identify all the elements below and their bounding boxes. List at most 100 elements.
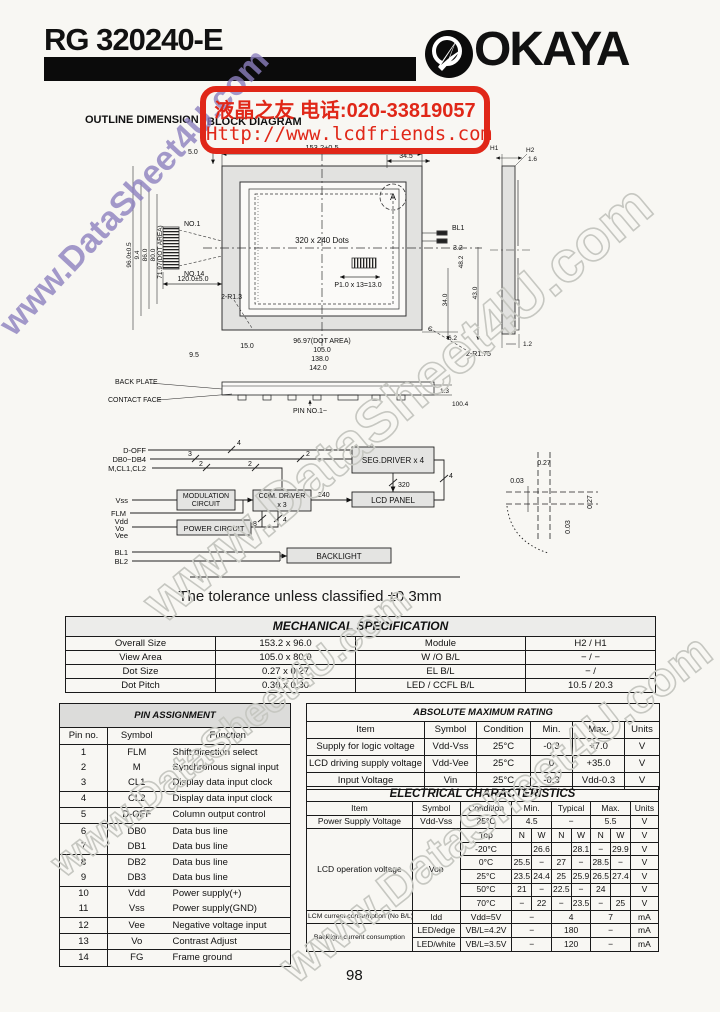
table-cell: Data bus line bbox=[165, 870, 291, 887]
bottom-view bbox=[149, 381, 452, 406]
box-lcd: LCD PANEL bbox=[371, 496, 415, 505]
table-cell: Column output control bbox=[165, 807, 291, 824]
table-cell: Frame ground bbox=[172, 952, 233, 964]
detail-dim-003-bottom: 0.03 bbox=[565, 520, 572, 534]
table-cell: 1 bbox=[59, 744, 108, 761]
table-cell: Dot Pitch bbox=[65, 678, 216, 693]
table-cell: Vo bbox=[107, 933, 166, 951]
table-cell: 8 bbox=[59, 854, 108, 871]
box-power: POWER CIRCUIT bbox=[184, 524, 245, 533]
bus-8: 8 bbox=[253, 521, 257, 528]
table-cell: Data bus line bbox=[165, 839, 291, 856]
table-cell: Vdd bbox=[128, 888, 146, 900]
detail-a-marker: A bbox=[390, 192, 396, 202]
table-cell: Vop bbox=[411, 828, 461, 911]
block-diagram bbox=[130, 445, 460, 578]
no14-label: NO.14 bbox=[184, 271, 204, 278]
dim-105: 105.0 bbox=[313, 347, 331, 354]
table-cell: Backlight current consumption bbox=[306, 923, 413, 952]
table-cell: 7 bbox=[59, 839, 108, 856]
table-cell: 9 bbox=[59, 870, 108, 887]
dim-48-2: 48.2 bbox=[458, 255, 465, 268]
dim-138: 138.0 bbox=[311, 356, 329, 363]
pin-no-label: PIN NO.1~ bbox=[293, 408, 327, 415]
table-cell: CL1 bbox=[107, 775, 166, 792]
detail-a bbox=[506, 452, 598, 554]
table-cell: DB3 bbox=[107, 870, 166, 887]
section-block-diagram: BLOCK DIAGRAM bbox=[207, 116, 302, 128]
table-cell: M bbox=[132, 761, 141, 773]
left-dim-9-4: 9.4 bbox=[134, 250, 141, 259]
table-cell: V bbox=[624, 738, 660, 756]
dim-153: 153.2±0.5 bbox=[305, 143, 338, 152]
table-cell: Data bus line bbox=[172, 825, 228, 837]
table-cell: 3 bbox=[59, 775, 108, 792]
table-cell: 11 bbox=[59, 901, 108, 919]
table-cell: Negative voltage input bbox=[165, 917, 291, 935]
section-outline-dimension: OUTLINE DIMENSION bbox=[85, 114, 199, 126]
r1-3-label: 2-R1.3 bbox=[221, 294, 242, 301]
table-cell: 12 bbox=[59, 917, 108, 935]
table-cell: 0.30 x 0.30 bbox=[215, 678, 356, 693]
left-dim-86: 86.0 bbox=[142, 248, 149, 261]
dim-1-6: 1.6 bbox=[528, 156, 537, 163]
dim-9-5: 9.5 bbox=[189, 352, 199, 359]
table-cell: 14 bbox=[59, 949, 108, 967]
dim-100-4: 100.4 bbox=[452, 401, 469, 408]
box-modulation-2: CIRCUIT bbox=[192, 501, 221, 508]
table-cell: Data bus line bbox=[172, 856, 228, 868]
sig-doff: D-OFF bbox=[123, 446, 146, 455]
table-cell: Vss bbox=[107, 901, 166, 919]
table-cell: Units bbox=[629, 801, 660, 816]
table-cell: Shift direction select bbox=[172, 746, 258, 758]
sig-bl2: BL2 bbox=[115, 557, 128, 566]
table-cell: ELECTRICAL CHARACTERISTICS bbox=[306, 786, 659, 802]
table-cell: Display data input clock bbox=[165, 775, 291, 792]
table-cell: Synchronous signal input bbox=[172, 761, 279, 773]
page-title: RG 320240-E bbox=[44, 22, 224, 57]
table-cell: PIN ASSIGNMENT bbox=[59, 703, 291, 728]
side-view bbox=[490, 153, 532, 348]
table-cell: DB0 bbox=[127, 825, 146, 837]
corner-c: C bbox=[428, 326, 433, 333]
sig-vdd: Vdd bbox=[115, 517, 128, 526]
dim-15-0: 15.0 bbox=[240, 343, 254, 350]
table-cell: MECHANICAL SPECIFICATION bbox=[65, 616, 656, 637]
left-dim-80: 80.0 bbox=[150, 248, 157, 261]
dim-120: 120.0±5.0 bbox=[177, 276, 208, 283]
table-cell: Power supply(GND) bbox=[165, 901, 291, 919]
table-cell: V bbox=[629, 868, 660, 884]
sig-bl1: BL1 bbox=[115, 548, 128, 557]
brand-name: OKAYA bbox=[474, 23, 631, 76]
bus-4a: 4 bbox=[237, 440, 241, 447]
front-view bbox=[132, 150, 482, 351]
detail-dim-027-right: 0.27 bbox=[587, 495, 594, 509]
vendor-stamp-phone: 液晶之友 电话:020-33819057 bbox=[214, 100, 476, 122]
bus-2b: 2 bbox=[248, 461, 252, 468]
left-dim-96: 96.0±0.5 bbox=[126, 242, 133, 268]
bl1-label: BL1 bbox=[452, 225, 465, 232]
dot-area-w: 96.97(DOT AREA) bbox=[293, 338, 350, 345]
bus-240: 240 bbox=[318, 492, 330, 499]
bus-4c: 4 bbox=[283, 517, 287, 524]
table-cell: 4 bbox=[59, 791, 108, 808]
vendor-stamp: 液晶之友 电话:020-33819057 Http://www.lcdfrien… bbox=[200, 86, 492, 154]
table-cell: mA bbox=[629, 936, 660, 952]
block-diagram-labels: D-OFF DB0~DB4 M,CL1,CL2 Vss FLM Vdd Vo V… bbox=[108, 440, 453, 566]
table-cell: 5 bbox=[59, 807, 108, 824]
bus-3: 3 bbox=[188, 451, 192, 458]
back-plate-label: BACK PLATE bbox=[115, 379, 158, 386]
okaya-logo-icon bbox=[425, 30, 473, 78]
dim-5: 5.0 bbox=[188, 149, 198, 156]
table-cell: 2 bbox=[59, 760, 108, 776]
sig-vee: Vee bbox=[115, 531, 128, 540]
vendor-stamp-url: Http://www.lcdfriends.com bbox=[206, 123, 492, 145]
box-modulation-1: MODULATION bbox=[183, 493, 229, 500]
page-number: 98 bbox=[346, 967, 363, 984]
bus-4b: 4 bbox=[449, 473, 453, 480]
